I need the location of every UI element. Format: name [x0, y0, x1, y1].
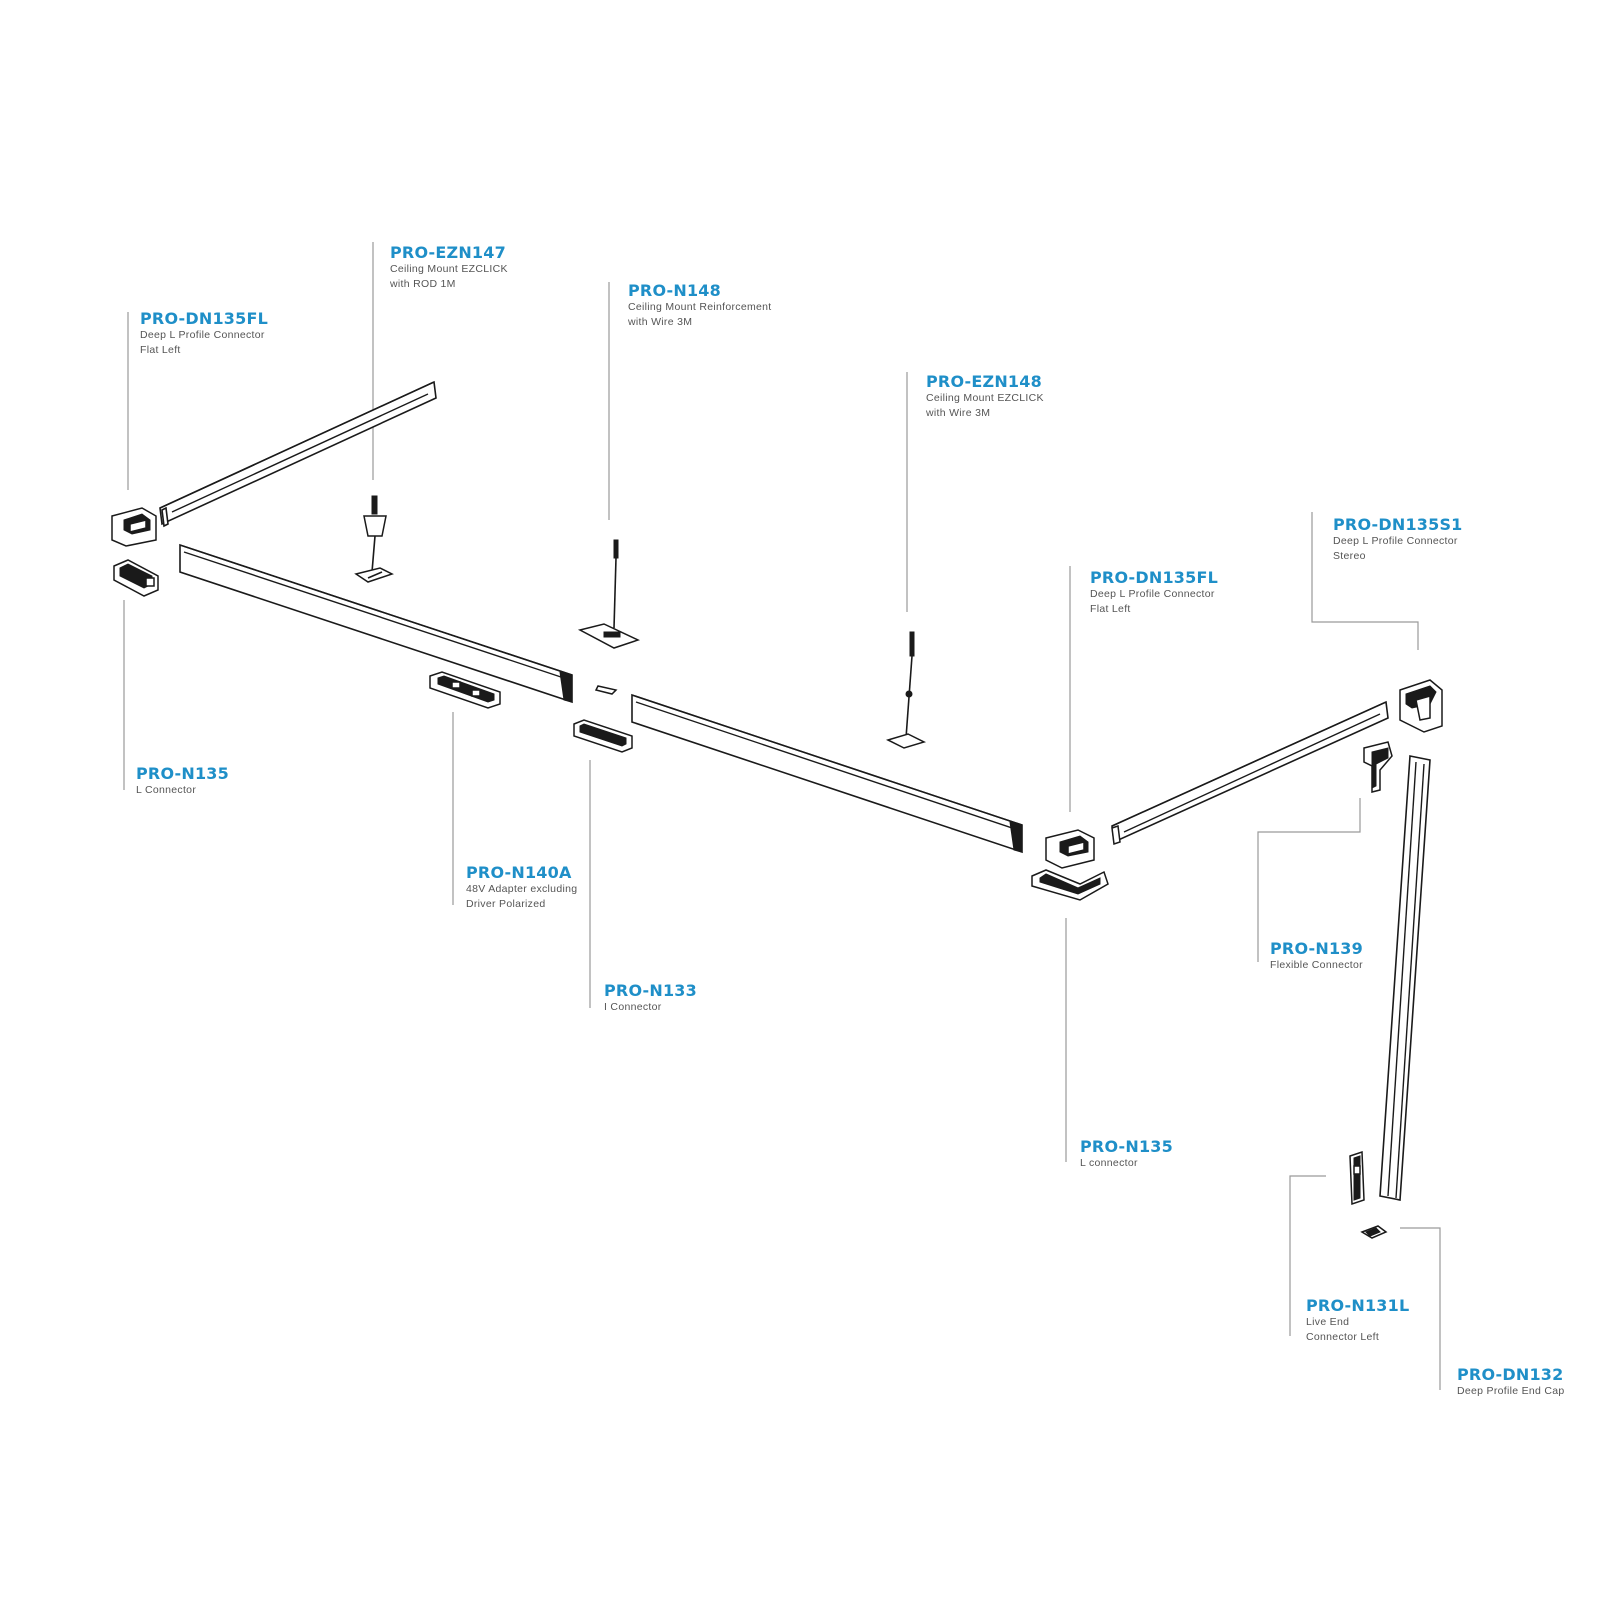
part-description: L connector [1080, 1157, 1138, 1169]
part-description: Deep L Profile Connector [1090, 588, 1215, 600]
part-code: PRO-DN135FL [1090, 568, 1218, 587]
part-description: Driver Polarized [466, 898, 546, 910]
part-description: Deep Profile End Cap [1457, 1385, 1565, 1397]
adapter-48v [429, 671, 501, 709]
left-deep-l-connector [111, 507, 157, 547]
label-pro-ezn147: PRO-EZN147 Ceiling Mount EZCLICK with RO… [390, 244, 508, 292]
part-description: Flat Left [140, 344, 181, 356]
mid-l-connector [1031, 869, 1109, 901]
deep-profile-rail-vertical [1379, 755, 1431, 1201]
live-end-connector [1349, 1150, 1365, 1206]
deep-profile-rail-left [179, 543, 573, 704]
label-pro-n139: PRO-N139 Flexible Connector [1270, 940, 1363, 973]
left-l-connector [113, 559, 159, 597]
label-pro-n135-right: PRO-N135 L connector [1080, 1138, 1173, 1171]
part-code: PRO-DN135S1 [1333, 515, 1463, 534]
part-description: Ceiling Mount EZCLICK [926, 392, 1044, 404]
part-description: 48V Adapter excluding [466, 883, 578, 895]
part-description: Ceiling Mount EZCLICK [390, 263, 508, 275]
label-pro-n133: PRO-N133 I Connector [604, 982, 697, 1015]
part-code: PRO-DN132 [1457, 1365, 1564, 1384]
part-code: PRO-EZN147 [390, 243, 506, 262]
part-code: PRO-N131L [1306, 1296, 1410, 1315]
part-code: PRO-N135 [136, 764, 229, 783]
label-pro-dn132: PRO-DN132 Deep Profile End Cap [1457, 1366, 1565, 1399]
deep-profile-rail-middle [631, 693, 1023, 854]
leader-lines [123, 242, 1441, 1390]
part-description: Ceiling Mount Reinforcement [628, 301, 772, 313]
part-description: Connector Left [1306, 1331, 1380, 1343]
part-description: Deep L Profile Connector [1333, 535, 1458, 547]
mid-deep-l-connector [1045, 829, 1095, 869]
end-cap [1360, 1225, 1388, 1239]
part-description: Flexible Connector [1270, 959, 1363, 971]
part-description: I Connector [604, 1001, 662, 1013]
label-pro-n131l: PRO-N131L Live End Connector Left [1306, 1297, 1409, 1345]
part-description: Deep L Profile Connector [140, 329, 265, 341]
part-code: PRO-DN135FL [140, 309, 268, 328]
part-description: Stereo [1333, 550, 1366, 562]
ceiling-mount-ezclick-rod [354, 495, 394, 583]
label-pro-n148: PRO-N148 Ceiling Mount Reinforcement wit… [628, 282, 772, 330]
deep-profile-rail-right [1111, 700, 1389, 846]
label-pro-ezn148: PRO-EZN148 Ceiling Mount EZCLICK with Wi… [926, 373, 1044, 421]
part-code: PRO-N133 [604, 981, 697, 1000]
flexible-connector [1363, 741, 1393, 793]
part-description: with ROD 1M [390, 278, 456, 290]
stereo-l-connector [1399, 679, 1443, 733]
ceiling-mount-reinforcement-wire [577, 539, 641, 649]
label-pro-dn135fl-top: PRO-DN135FL Deep L Profile Connector Fla… [140, 310, 268, 358]
part-code: PRO-N139 [1270, 939, 1363, 958]
part-description: with Wire 3M [628, 316, 693, 328]
label-pro-dn135s1: PRO-DN135S1 Deep L Profile Connector Ste… [1333, 516, 1463, 564]
part-code: PRO-N135 [1080, 1137, 1173, 1156]
part-description: Flat Left [1090, 603, 1131, 615]
deep-profile-rail-top-left [159, 380, 437, 528]
part-description: Live End [1306, 1316, 1350, 1328]
part-description: L Connector [136, 784, 197, 796]
part-code: PRO-N148 [628, 281, 721, 300]
label-pro-dn135fl-mid: PRO-DN135FL Deep L Profile Connector Fla… [1090, 569, 1218, 617]
ceiling-mount-ezclick-wire [885, 631, 927, 749]
label-pro-n140a: PRO-N140A 48V Adapter excluding Driver P… [466, 864, 577, 912]
i-connector [573, 685, 633, 753]
part-code: PRO-N140A [466, 863, 572, 882]
part-code: PRO-EZN148 [926, 372, 1042, 391]
part-description: with Wire 3M [926, 407, 991, 419]
label-pro-n135-left: PRO-N135 L Connector [136, 765, 229, 798]
